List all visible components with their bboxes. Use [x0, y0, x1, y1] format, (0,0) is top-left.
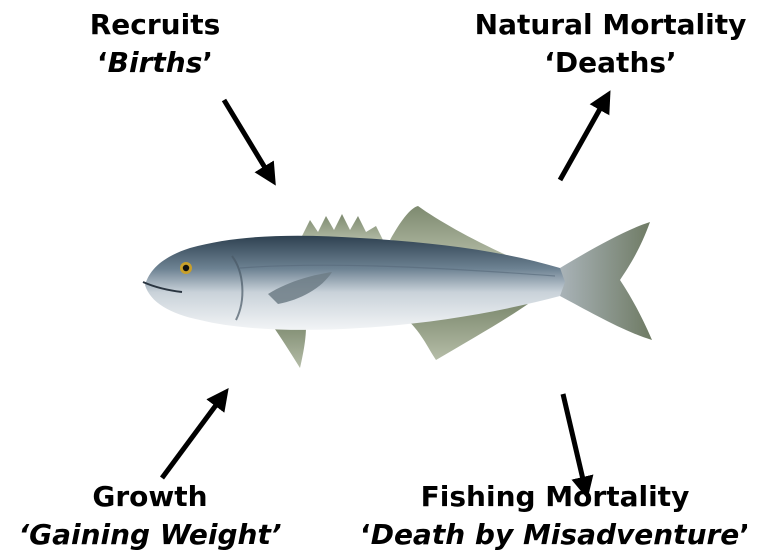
bluefish-illustration	[143, 206, 652, 368]
fishing-subtitle: ‘Death by Misadventure’	[330, 516, 780, 554]
recruits-subtitle: ‘Births’	[60, 44, 250, 82]
natural-subtitle: ‘Deaths’	[448, 44, 773, 82]
arrow-fishing-icon	[563, 394, 585, 488]
arrow-natural-icon	[560, 100, 605, 180]
arrow-recruits-icon	[224, 100, 270, 176]
fishing-title: Fishing Mortality	[330, 478, 780, 516]
fish-pupil	[183, 265, 189, 271]
growth-title: Growth	[0, 478, 300, 516]
growth-subtitle: ‘Gaining Weight’	[0, 516, 300, 554]
natural-title: Natural Mortality	[448, 6, 773, 44]
tail-fin	[560, 222, 652, 340]
label-natural-mortality: Natural Mortality ‘Deaths’	[448, 6, 773, 82]
arrow-growth-icon	[162, 397, 222, 478]
recruits-title: Recruits	[60, 6, 250, 44]
label-fishing-mortality: Fishing Mortality ‘Death by Misadventure…	[330, 478, 780, 554]
label-growth: Growth ‘Gaining Weight’	[0, 478, 300, 554]
label-recruits: Recruits ‘Births’	[60, 6, 250, 82]
